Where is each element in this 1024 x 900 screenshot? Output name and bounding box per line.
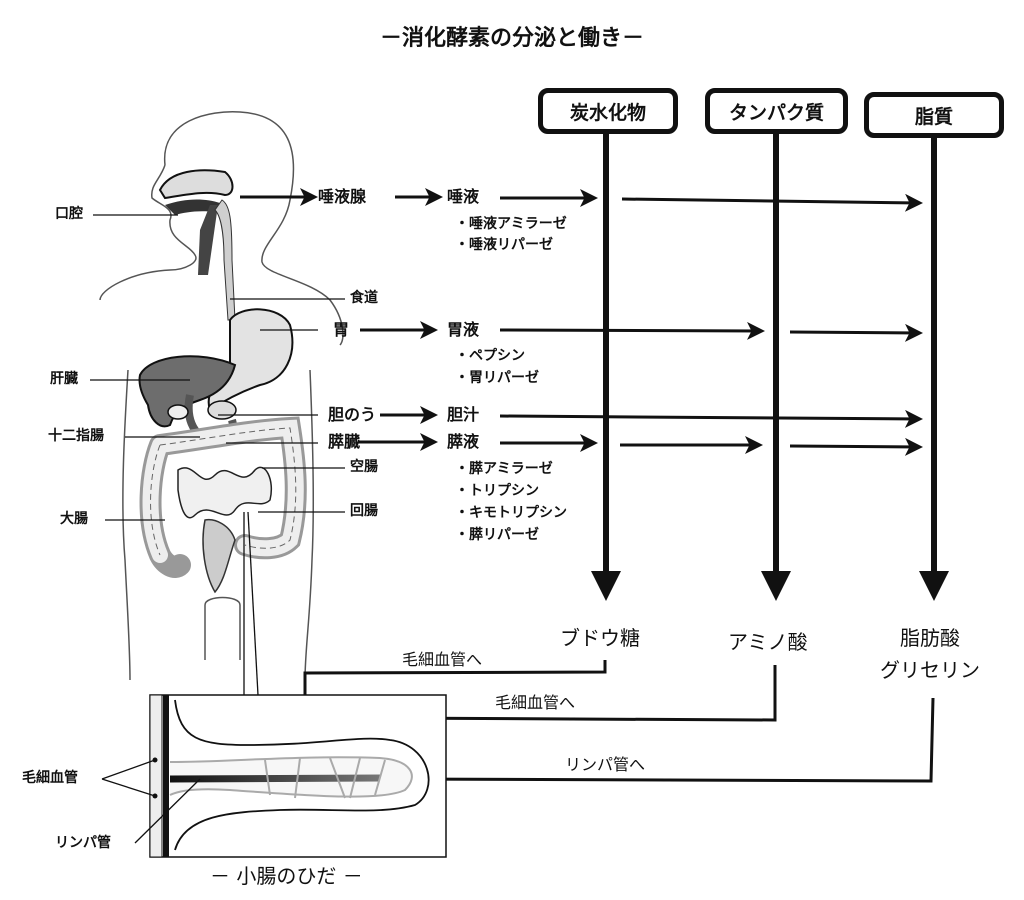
- juice-pancreatic: 膵液: [447, 432, 480, 451]
- label-duodenum: 十二指腸: [48, 428, 104, 444]
- route-label-glucose: 毛細血管へ: [402, 650, 483, 669]
- product-amino-acid: アミノ酸: [728, 630, 808, 654]
- nutrient-header-protein: タンパク質: [705, 88, 848, 134]
- enzyme-item: ・トリプシン: [455, 483, 539, 499]
- nutrient-header-carbohydrate: 炭水化物: [538, 88, 678, 134]
- organ-pancreas: 膵臓: [328, 432, 361, 451]
- leg-gap: [204, 596, 241, 660]
- small-intestine-illustration: [177, 466, 272, 519]
- diagram-title: －消化酵素の分泌と働き－: [379, 26, 644, 51]
- enzyme-item: ・キモトリプシン: [455, 505, 567, 521]
- face-outline: [99, 164, 197, 301]
- rectum-illustration: [202, 518, 236, 594]
- enzyme-item: ・ペプシン: [455, 348, 525, 364]
- nutrient-header-lipid: 脂質: [864, 92, 1004, 138]
- enzyme-item: ・膵アミラーゼ: [455, 461, 553, 477]
- villus-caption: － 小腸のひだ －: [210, 864, 363, 888]
- gallbladder-illustration: [167, 404, 189, 420]
- route-label-lipid: リンパ管へ: [565, 755, 646, 774]
- villus-illustration: [101, 694, 447, 858]
- torso-right: [304, 369, 315, 681]
- villus-label-lymph: リンパ管: [55, 835, 111, 851]
- route-label-amino: 毛細血管へ: [495, 693, 576, 712]
- enzyme-item: ・唾液アミラーゼ: [455, 216, 567, 232]
- lipid-route: [392, 697, 935, 789]
- enzyme-item: ・胃リパーゼ: [455, 370, 539, 386]
- villus-label-capillary: 毛細血管: [22, 770, 78, 786]
- product-glucose: ブドウ糖: [560, 626, 640, 650]
- juice-gastric: 胃液: [447, 320, 480, 339]
- product-glycerol: グリセリン: [880, 658, 980, 682]
- label-jejunum: 空腸: [350, 459, 378, 475]
- juice-bile: 胆汁: [447, 405, 480, 424]
- label-ileum: 回腸: [350, 503, 378, 519]
- organ-stomach: 胃: [333, 320, 350, 339]
- organ-gallbladder: 胆のう: [328, 405, 377, 424]
- label-liver: 肝臓: [50, 371, 78, 387]
- pancreas-illustration: [207, 400, 237, 420]
- label-large-intestine: 大腸: [60, 511, 88, 527]
- torso-left: [122, 369, 131, 681]
- enzyme-item: ・膵リパーゼ: [455, 527, 539, 543]
- label-esophagus: 食道: [350, 290, 378, 306]
- oral-cavity-illustration: [158, 169, 236, 321]
- organ-salivary-gland: 唾液腺: [318, 187, 367, 206]
- juice-saliva: 唾液: [447, 187, 480, 206]
- label-mouth: 口腔: [55, 206, 83, 222]
- product-fatty-acid: 脂肪酸: [900, 626, 960, 650]
- label-leaders: [90, 214, 345, 696]
- head-outline: [164, 111, 344, 346]
- nutrient-columns: [591, 133, 949, 601]
- body-illustration: [99, 111, 344, 681]
- enzyme-item: ・唾液リパーゼ: [455, 237, 553, 253]
- flow-arrows: [240, 188, 923, 456]
